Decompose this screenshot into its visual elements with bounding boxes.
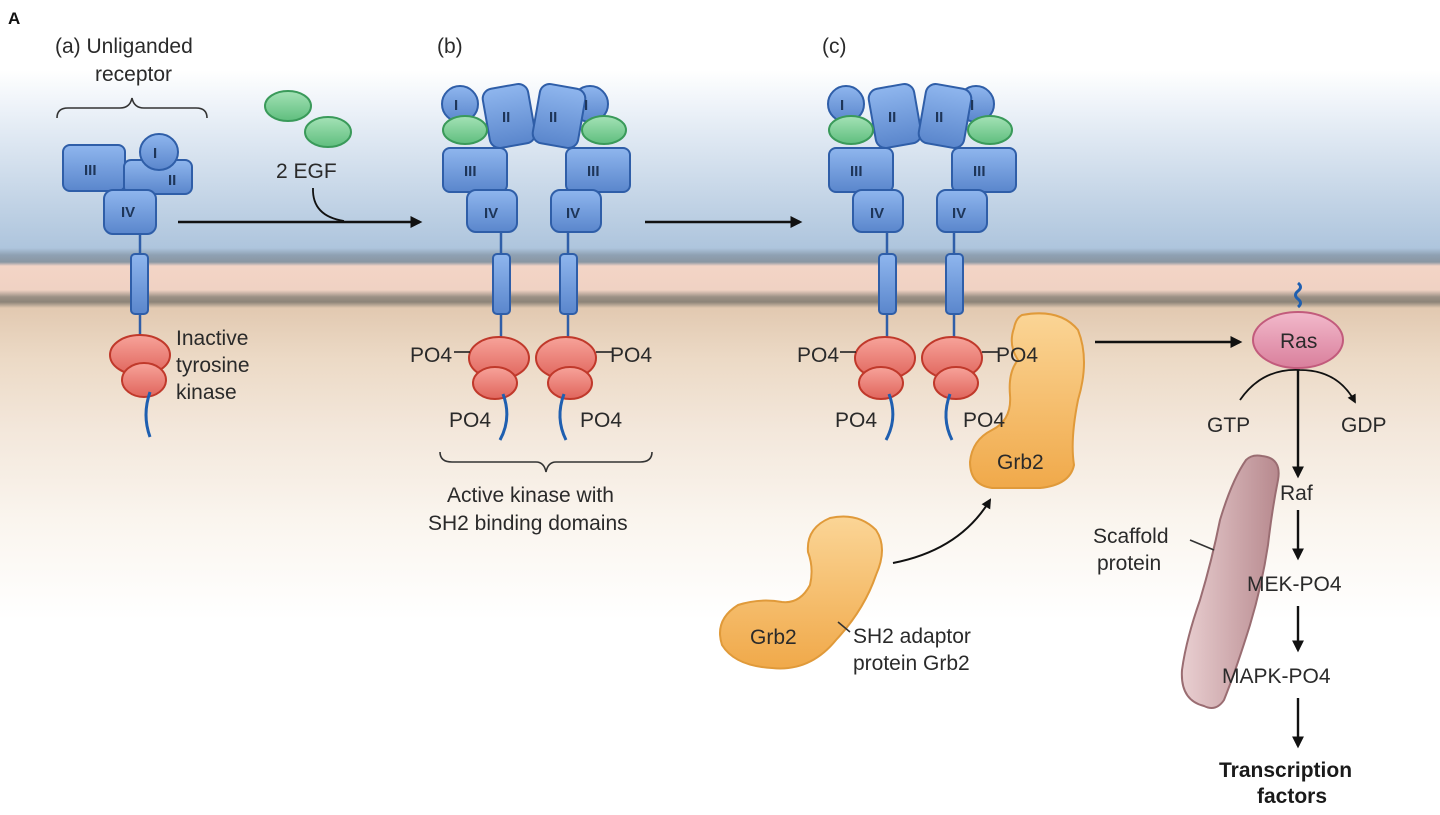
active-kinase-caption-line2: SH2 binding domains [428,512,628,535]
svg-text:IV: IV [952,205,966,222]
mapk-label: MAPK-PO4 [1222,665,1331,688]
phosphate-label: PO4 [610,344,652,367]
svg-text:II: II [549,109,557,126]
transcription-factors-label-line2: factors [1257,785,1327,808]
grb2-recruitment-arrow [892,498,992,564]
active-kinase-caption: Active kinase with [447,484,614,507]
active-kinases-c [854,336,983,400]
unliganded-receptor [62,133,193,315]
svg-text:II: II [888,109,896,126]
svg-text:II: II [935,109,943,126]
ras-label: Ras [1280,330,1317,353]
egf-bound [442,115,488,145]
panel-c: (c) I II III IV I I [719,35,1085,675]
brace [439,451,653,473]
panel-a-title: (a) Unliganded [55,35,193,58]
ras-pathway: Ras GTP GDP Scaffold protein Raf MEK-PO4… [1093,281,1387,808]
dimer-b [441,83,631,340]
phosphate-label: PO4 [797,344,839,367]
domain-iv [103,189,157,235]
egf-label: 2 EGF [276,160,337,183]
svg-text:III: III [587,163,600,180]
svg-text:I: I [970,97,974,114]
transmembrane-segment [130,253,149,315]
svg-text:IV: IV [121,204,135,221]
panel-a: (a) Unliganded receptor III I II IV Inac… [55,35,250,438]
brace [56,97,208,119]
dimer-c [827,83,1017,340]
svg-text:tyrosine: tyrosine [176,354,250,377]
adaptor-label-line2: protein Grb2 [853,652,970,675]
panel-letter: A [8,9,20,28]
svg-text:III: III [973,163,986,180]
phosphate-label: PO4 [580,409,622,432]
scaffold-label-line2: protein [1097,552,1161,575]
svg-text:I: I [840,97,844,114]
svg-text:IV: IV [870,205,884,222]
panel-c-title: (c) [822,35,847,58]
active-kinases-b [468,336,597,400]
svg-text:kinase: kinase [176,381,237,404]
gtp-label: GTP [1207,414,1250,437]
phosphate-label: PO4 [449,409,491,432]
egf-molecule [264,90,312,122]
grb2-bound [968,312,1085,489]
phosphate-label: PO4 [996,344,1038,367]
svg-text:I: I [584,97,588,114]
egf-ligands: 2 EGF [264,90,352,222]
phosphate-label: PO4 [835,409,877,432]
panel-b-title: (b) [437,35,463,58]
adaptor-label: SH2 adaptor [853,625,971,648]
mek-label: MEK-PO4 [1247,573,1342,596]
receptor-left [441,83,537,315]
scaffold-label: Scaffold [1093,525,1169,548]
svg-text:I: I [454,97,458,114]
svg-text:IV: IV [484,205,498,222]
svg-text:I: I [153,145,157,162]
scaffold-protein [1180,454,1280,709]
svg-text:II: II [168,172,176,189]
svg-text:III: III [84,162,97,179]
transcription-factors-label: Transcription [1219,759,1352,782]
phosphate-label: PO4 [410,344,452,367]
grb2-bound-label: Grb2 [997,451,1044,474]
svg-text:III: III [464,163,477,180]
c-terminal-tail [144,391,152,438]
svg-text:II: II [502,109,510,126]
phosphate-label: PO4 [963,409,1005,432]
inactive-kinase-label: Inactive [176,327,248,350]
lipid-anchor [1294,281,1302,309]
ligand-binding-curve [312,187,345,222]
egf-molecule [304,116,352,148]
svg-text:IV: IV [566,205,580,222]
gtp-gdp-exchange-arrow [1239,369,1356,404]
ras-protein [1252,311,1344,369]
receptor-right [531,83,631,315]
svg-text:III: III [850,163,863,180]
panel-b: (b) I II III [410,35,653,535]
panel-a-title-line2: receptor [95,63,172,86]
grb2-free-label: Grb2 [750,626,797,649]
gdp-label: GDP [1341,414,1387,437]
egf-bound [581,115,627,145]
domain-i [139,133,179,171]
grb2-free [719,515,883,670]
inactive-kinase [109,334,171,398]
raf-label: Raf [1280,482,1313,505]
